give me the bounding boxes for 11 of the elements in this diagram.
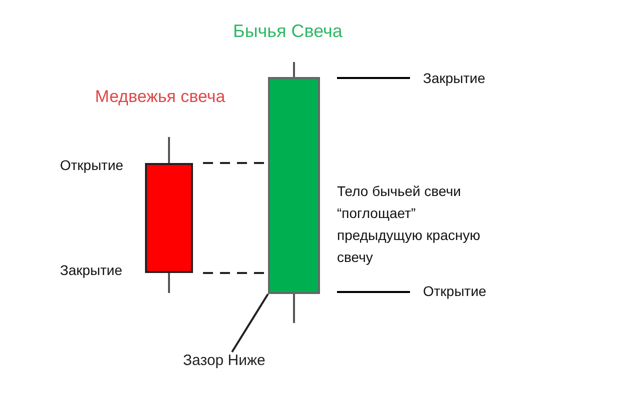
- dashed-line: [203, 162, 266, 164]
- annotation-text: Тело бычьей свечи “поглощает” предыдущую красную свечу: [337, 182, 482, 267]
- callout-text: Зазор Ниже: [183, 352, 266, 370]
- price-label: Закрытие: [60, 262, 122, 279]
- leader-line: [231, 293, 269, 353]
- price-label: Открытие: [423, 283, 486, 300]
- price-label: Открытие: [60, 157, 124, 174]
- price-label: Закрытие: [423, 70, 486, 87]
- dashed-line: [203, 272, 266, 274]
- candle-title: Медвежья свеча: [95, 86, 226, 108]
- candle-title: Бычья Свеча: [233, 20, 342, 42]
